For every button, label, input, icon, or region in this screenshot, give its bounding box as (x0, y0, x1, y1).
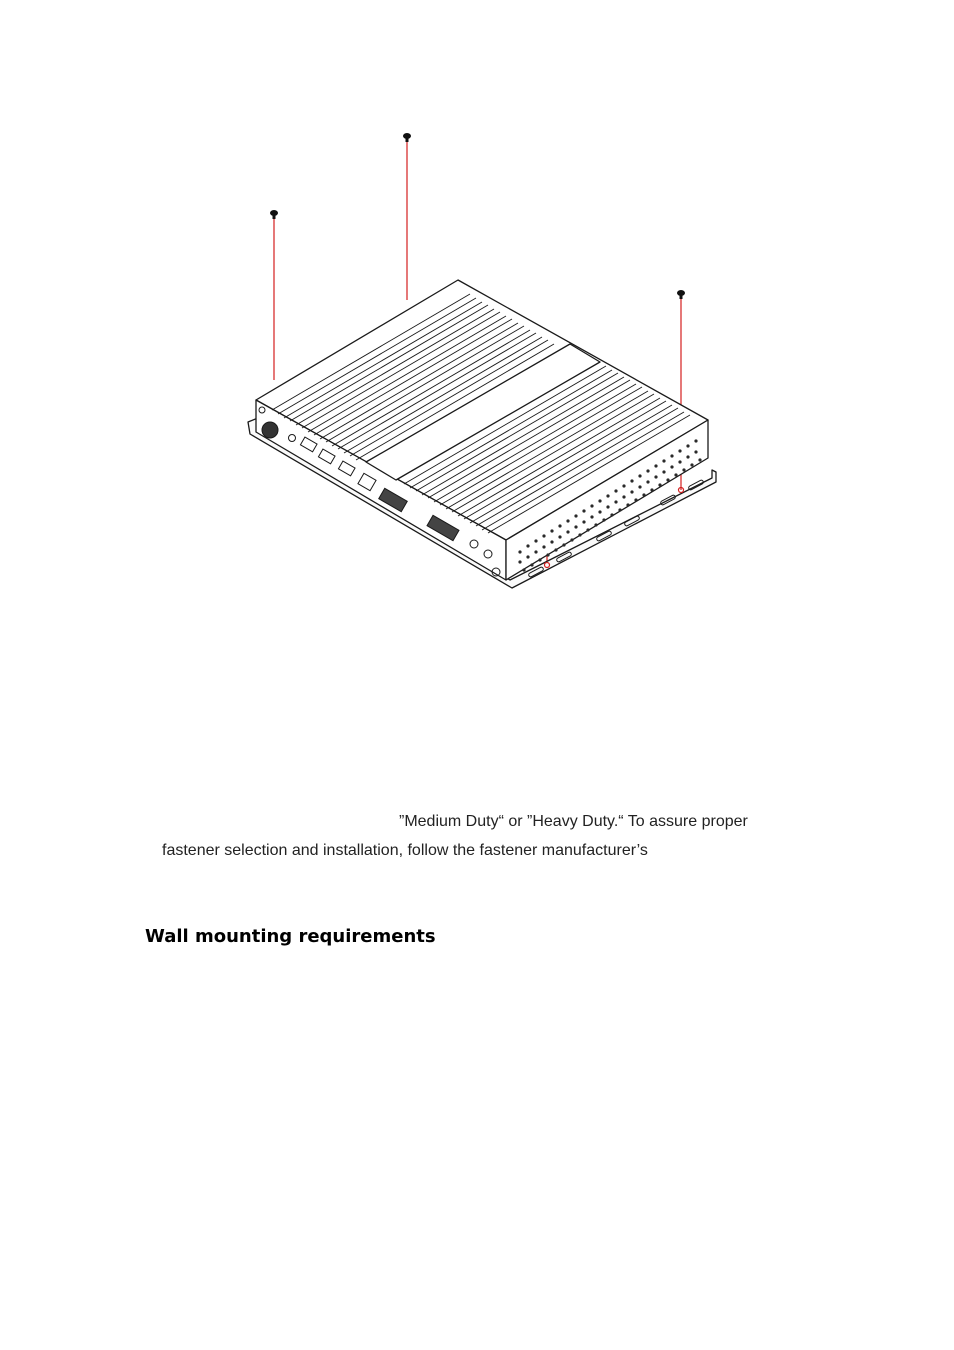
center-plate (365, 343, 601, 481)
usb-port (337, 460, 356, 477)
side-vents (518, 439, 702, 572)
lan-port (357, 472, 377, 492)
antenna-connector (469, 539, 479, 549)
side-face (505, 419, 709, 581)
dvi-port (378, 487, 408, 513)
bracket-slots (528, 479, 704, 578)
usb-port (299, 436, 318, 453)
screw-icon (677, 290, 685, 299)
mount-holes (543, 486, 685, 569)
body-text-line-2: fastener selection and installation, fol… (162, 842, 648, 859)
heatsink-fins-left (271, 293, 555, 461)
device-mounting-illustration (247, 133, 717, 589)
heatsink-fins-right (403, 365, 691, 534)
screw-icon (403, 133, 411, 142)
screw-icon (270, 210, 278, 219)
front-io-panel (258, 406, 501, 577)
body-text-line-1: ”Medium Duty“ or ”Heavy Duty.“ To assure… (399, 813, 748, 830)
usb-port (317, 448, 336, 465)
antenna-connector (483, 549, 493, 559)
section-heading: Wall mounting requirements (145, 926, 436, 947)
vga-port (426, 514, 460, 542)
power-jack (261, 421, 279, 439)
